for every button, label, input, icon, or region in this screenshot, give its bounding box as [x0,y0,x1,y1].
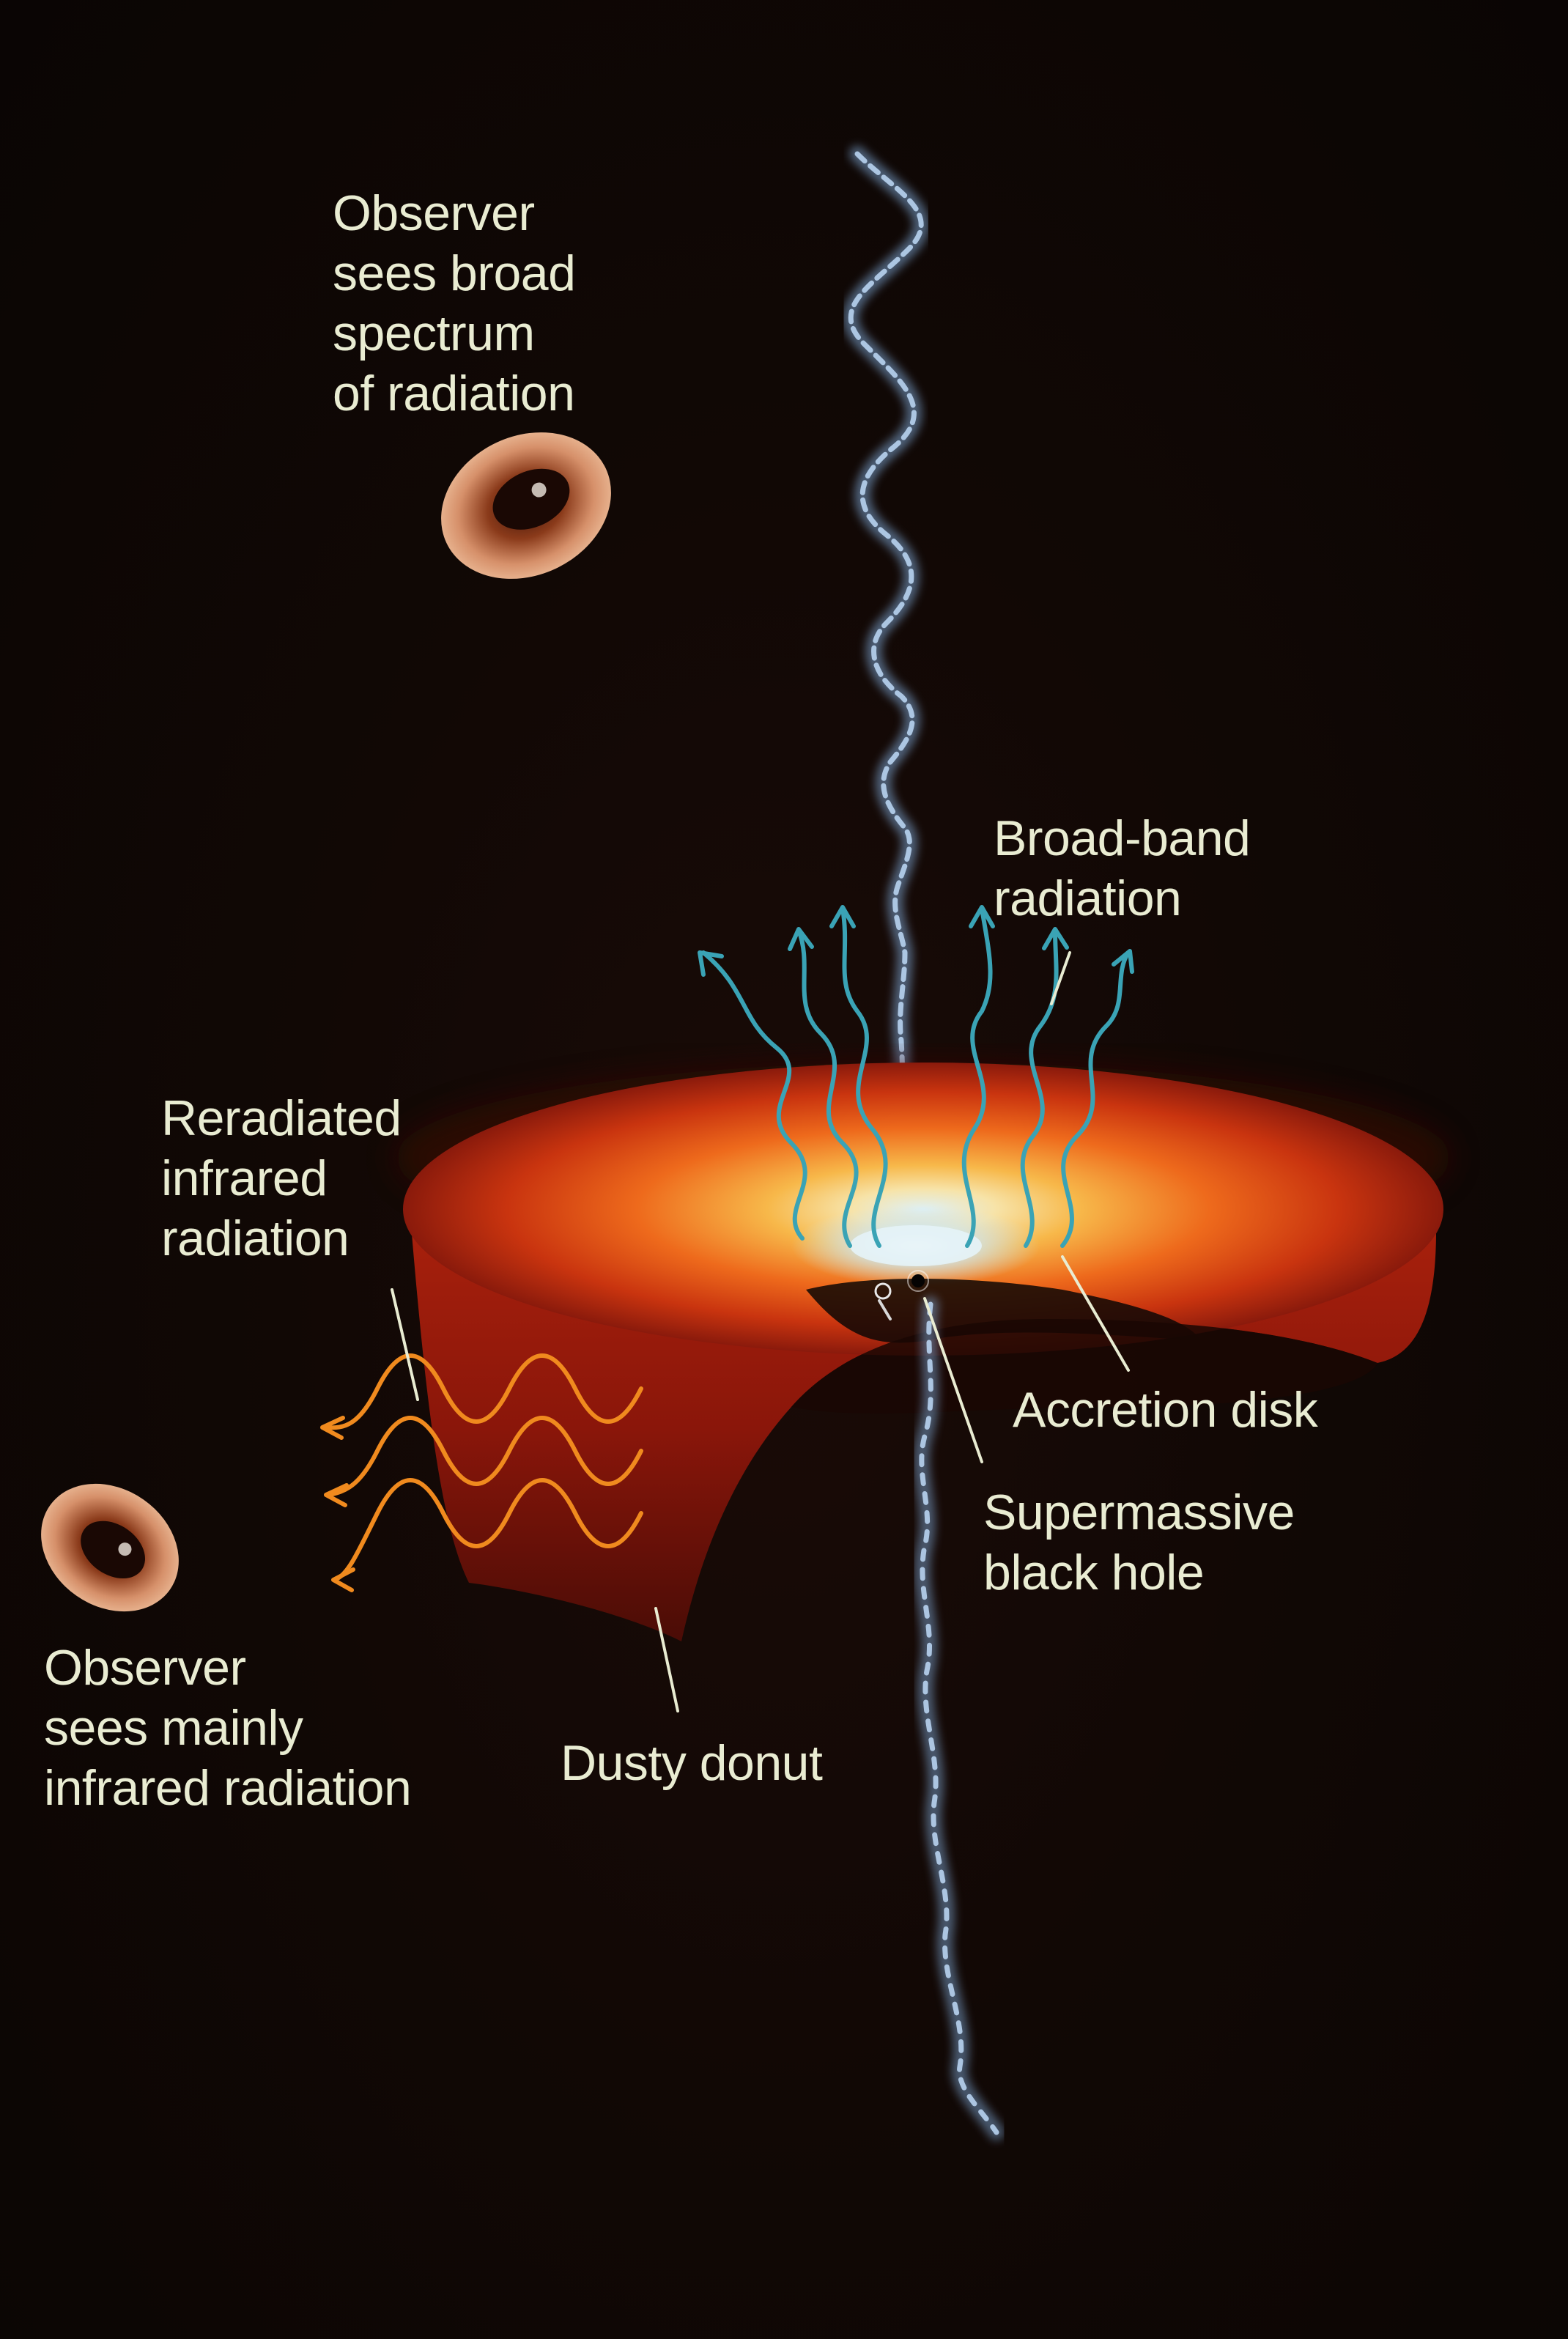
pointer-black-hole [923,1297,983,1463]
pointer-lines [391,951,1130,1712]
label-dusty-donut: Dusty donut [561,1735,823,1791]
label-reradiated-infrared: Reradiated infrared radiation [161,1090,402,1266]
label-observer-top: Observer sees broad spectrum of radiatio… [333,185,576,421]
label-accretion-disk: Accretion disk [1013,1382,1318,1438]
supermassive-black-hole [874,1270,929,1320]
pointer-accretion-disk [1061,1255,1130,1372]
pointer-broad-band [1050,951,1071,1005]
label-broad-band-radiation: Broad-band radiation [994,810,1251,926]
observer-eye-bottom [41,1483,179,1612]
broad-band-radiation-waves [698,905,1134,1248]
infrared-radiation-waves [320,1353,643,1592]
label-observer-bottom: Observer sees mainly infrared radiation [44,1640,412,1816]
pointer-reradiated [391,1288,419,1401]
dusty-donut-torus [396,1063,1451,1641]
pointer-dusty-donut [654,1607,679,1712]
label-supermassive-black-hole: Supermassive black hole [983,1485,1295,1600]
observer-eye-top [441,432,611,579]
upper-jet [843,146,930,1180]
lower-jet [913,1296,1005,2140]
